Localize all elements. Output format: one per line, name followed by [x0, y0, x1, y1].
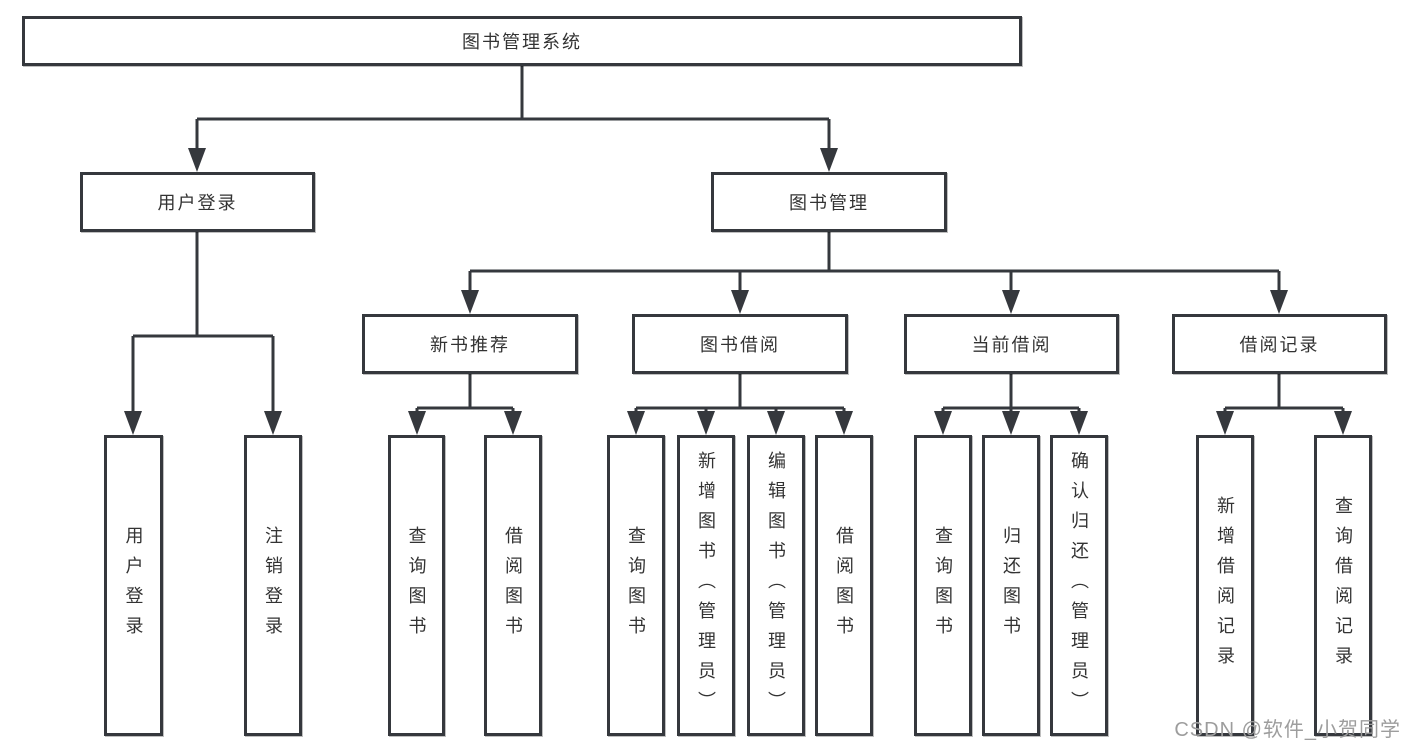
leaf-query-books-3: 查询图书: [914, 435, 972, 736]
node-user-login: 用户登录: [80, 172, 315, 232]
connector-current-borrow-branch: [941, 374, 1081, 415]
leaf-label: 借阅图书: [503, 525, 523, 646]
leaf-label: 确认归还（管理员）: [1069, 450, 1089, 721]
leaf-label: 新增借阅记录: [1215, 495, 1235, 676]
leaf-label: 查询图书: [626, 525, 646, 646]
leaf-confirm-return-admin: 确认归还（管理员）: [1050, 435, 1108, 736]
node-book-management: 图书管理: [711, 172, 947, 232]
node-new-book-recommend: 新书推荐: [362, 314, 578, 374]
leaf-query-borrow-record: 查询借阅记录: [1314, 435, 1372, 736]
leaf-edit-books-admin: 编辑图书（管理员）: [747, 435, 805, 736]
node-label: 新书推荐: [430, 335, 510, 355]
leaf-query-books-2: 查询图书: [607, 435, 665, 736]
leaf-label: 用户登录: [123, 525, 144, 646]
node-label: 图书管理系统: [462, 32, 582, 52]
leaf-user-login: 用户登录: [104, 435, 163, 736]
connector-new-book-branch: [415, 374, 515, 415]
connector-borrow-records-branch: [1223, 374, 1345, 415]
connector-book-management-branch: [468, 232, 1281, 294]
leaf-return-books: 归还图书: [982, 435, 1040, 736]
leaf-label: 新增图书（管理员）: [696, 450, 716, 721]
node-borrow-records: 借阅记录: [1172, 314, 1387, 374]
node-root-library-system: 图书管理系统: [22, 16, 1022, 66]
node-book-borrow: 图书借阅: [632, 314, 848, 374]
connector-book-borrow-branch: [634, 374, 846, 415]
connector-user-login-branch: [131, 232, 275, 415]
leaf-query-books-1: 查询图书: [388, 435, 445, 736]
leaf-label: 查询借阅记录: [1333, 495, 1353, 676]
leaf-add-borrow-record: 新增借阅记录: [1196, 435, 1254, 736]
leaf-label: 编辑图书（管理员）: [766, 450, 786, 721]
node-label: 当前借阅: [971, 335, 1052, 355]
leaf-add-books-admin: 新增图书（管理员）: [677, 435, 735, 736]
node-label: 用户登录: [157, 193, 238, 213]
leaf-borrow-books-1: 借阅图书: [484, 435, 542, 736]
node-label: 借阅记录: [1239, 335, 1320, 355]
leaf-label: 借阅图书: [834, 525, 854, 646]
node-label: 图书借阅: [700, 335, 780, 355]
leaf-label: 归还图书: [1001, 525, 1021, 646]
leaf-label: 查询图书: [406, 525, 427, 646]
csdn-watermark: CSDN @软件_小贺同学: [1174, 719, 1401, 741]
node-current-borrow: 当前借阅: [904, 314, 1119, 374]
leaf-borrow-books-2: 借阅图书: [815, 435, 873, 736]
leaf-label: 查询图书: [933, 525, 953, 646]
node-label: 图书管理: [789, 193, 869, 213]
leaf-logout: 注销登录: [244, 435, 302, 736]
connector-root-branch: [195, 66, 831, 152]
leaf-label: 注销登录: [263, 525, 283, 646]
